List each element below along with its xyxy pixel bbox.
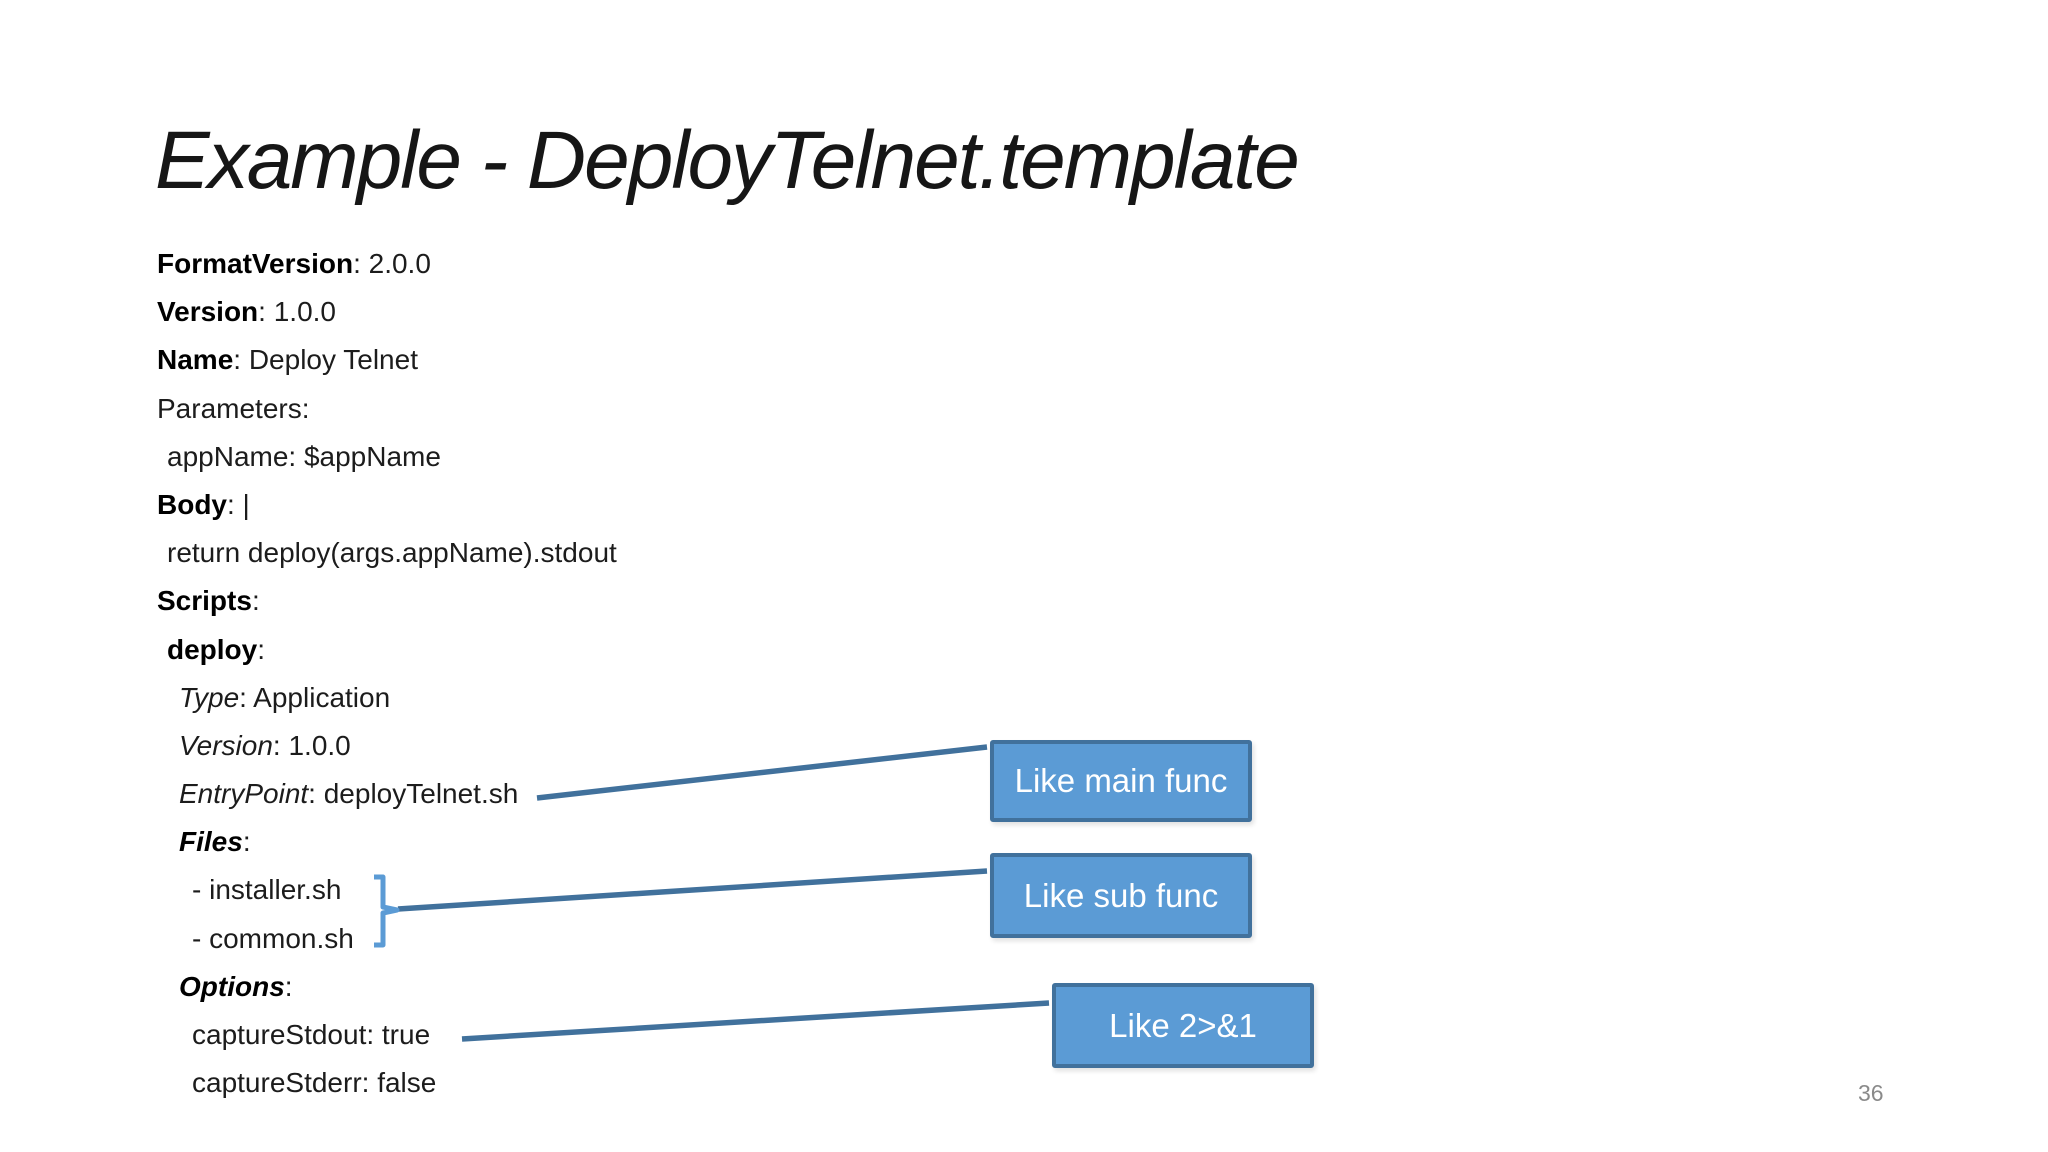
callout-like-redirect: Like 2>&1 [1052, 983, 1314, 1068]
yaml-segment: appName: $appName [167, 440, 441, 472]
yaml-segment: : [242, 826, 251, 858]
yaml-line: FormatVersion: 2.0.0 [157, 240, 617, 288]
yaml-line: Type: Application [157, 674, 617, 722]
yaml-line: captureStdout: true [157, 1011, 617, 1059]
yaml-line: EntryPoint: deployTelnet.sh [157, 770, 617, 818]
callout-like-main-func: Like main func [990, 740, 1252, 822]
yaml-segment: Type [179, 681, 240, 713]
yaml-segment: return deploy(args.appName).stdout [167, 537, 617, 569]
yaml-segment: : 1.0.0 [272, 729, 351, 761]
yaml-segment: : Application [239, 681, 391, 713]
yaml-line: Name: Deploy Telnet [157, 336, 617, 384]
callout-label: Like main func [1014, 762, 1228, 799]
yaml-segment: EntryPoint [179, 778, 309, 810]
yaml-line: - installer.sh [157, 866, 617, 914]
yaml-line: Body: | [157, 481, 617, 529]
yaml-segment: Parameters: [157, 392, 310, 424]
yaml-segment: : [251, 585, 260, 617]
yaml-line: captureStderr: false [157, 1059, 617, 1107]
yaml-segment: : Deploy Telnet [233, 344, 418, 376]
yaml-segment: Version [157, 296, 259, 328]
yaml-segment: : [257, 633, 266, 665]
yaml-line: return deploy(args.appName).stdout [157, 529, 617, 577]
yaml-line: Scripts: [157, 577, 617, 625]
callout-label: Like 2>&1 [1109, 1006, 1257, 1044]
yaml-line: Options: [157, 963, 617, 1011]
callout-label: Like sub func [1023, 876, 1219, 914]
callout-like-sub-func: Like sub func [990, 853, 1252, 938]
yaml-segment: captureStderr: false [192, 1067, 437, 1099]
page-number: 36 [1858, 1080, 1884, 1106]
yaml-line: Files: [157, 818, 617, 866]
yaml-line: - common.sh [157, 915, 617, 963]
yaml-line: Version: 1.0.0 [157, 722, 617, 770]
yaml-segment: Version [179, 729, 273, 761]
yaml-segment: : 2.0.0 [353, 248, 431, 279]
yaml-segment: : 1.0.0 [258, 296, 337, 328]
yaml-segment: FormatVersion [157, 248, 354, 279]
yaml-segment: - common.sh [192, 922, 354, 954]
slide-title: Example - DeployTelnet.template [155, 115, 1300, 206]
yaml-segment: deploy [167, 633, 258, 665]
yaml-segment: Name [157, 344, 234, 376]
yaml-segment: : deployTelnet.sh [308, 778, 519, 810]
yaml-line: Parameters: [157, 385, 617, 433]
yaml-segment: Files [179, 826, 243, 858]
yaml-line: deploy: [157, 626, 617, 674]
yaml-segment: : | [227, 488, 250, 520]
yaml-line: Version: 1.0.0 [157, 288, 617, 336]
yaml-segment: Scripts [157, 585, 252, 617]
yaml-segment: Options [179, 970, 285, 1002]
yaml-segment: Body [157, 488, 227, 520]
yaml-segment: captureStdout: true [192, 1019, 431, 1050]
yaml-segment: : [284, 970, 293, 1002]
yaml-line: appName: $appName [157, 433, 617, 481]
yaml-segment: - installer.sh [192, 874, 342, 906]
